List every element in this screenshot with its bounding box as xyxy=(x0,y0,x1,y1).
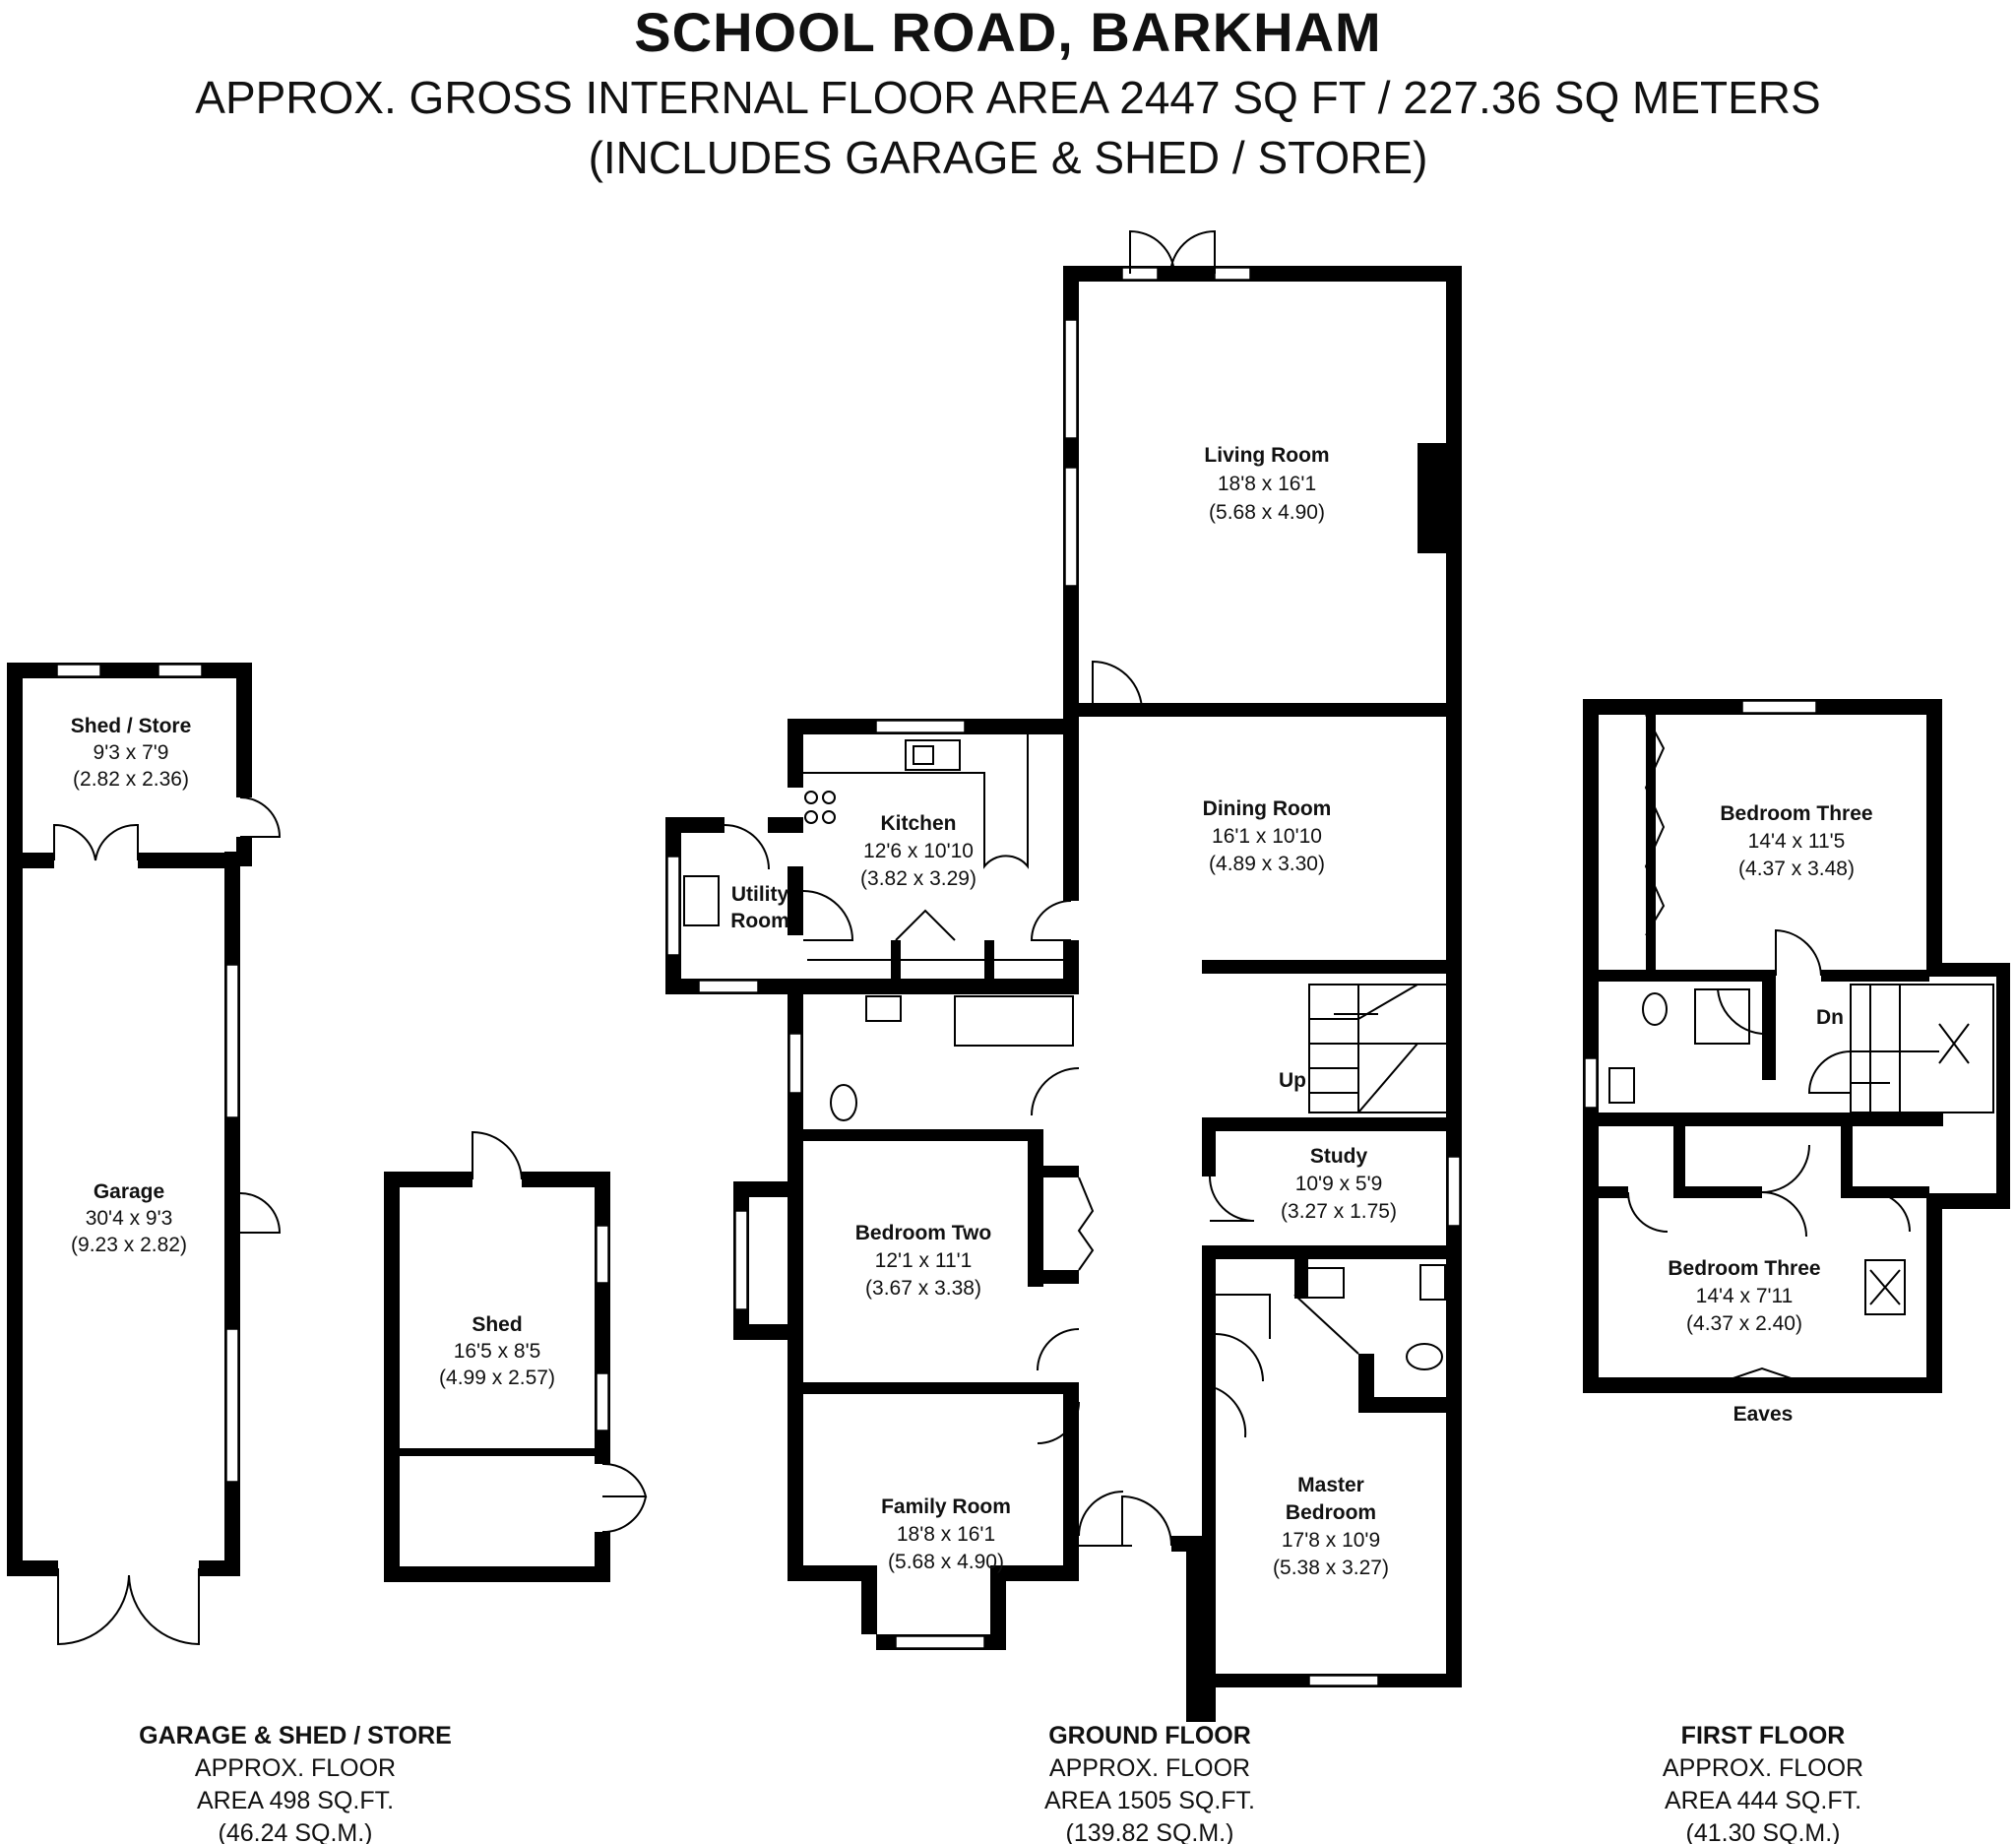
first-floor-area-line3: (41.30 SQ.M.) xyxy=(1686,1819,1841,1844)
family-room-label: Family Room xyxy=(881,1495,1011,1518)
includes-subtitle: (INCLUDES GARAGE & SHED / STORE) xyxy=(588,132,1428,183)
ground-floor-area-line2: AREA 1505 SQ.FT. xyxy=(1044,1787,1255,1814)
bedroom-two-imperial: 12'1 x 11'1 xyxy=(875,1249,973,1272)
bedroom-three-upper-label: Bedroom Three xyxy=(1720,802,1872,825)
shed-store-label: Shed / Store xyxy=(71,715,192,737)
garage-imperial: 30'4 x 9'3 xyxy=(86,1207,173,1230)
living-room-metric: (5.68 x 4.90) xyxy=(1209,501,1325,524)
first-floor-area-line2: AREA 444 SQ.FT. xyxy=(1665,1787,1861,1814)
garage-floor-area-line2: AREA 498 SQ.FT. xyxy=(197,1787,394,1814)
stairs-up-label: Up xyxy=(1279,1069,1306,1092)
bedroom-three-lower-imperial: 14'4 x 7'11 xyxy=(1696,1285,1794,1307)
ground-floor-plan xyxy=(665,229,1462,1722)
first-floor-heading: FIRST FLOOR xyxy=(1681,1722,1846,1749)
utility-room-label-line2: Room xyxy=(730,910,789,932)
living-room-label: Living Room xyxy=(1204,444,1329,467)
shed-building xyxy=(384,1130,648,1582)
master-bedroom-metric: (5.38 x 3.27) xyxy=(1273,1557,1389,1579)
master-bedroom-label-line1: Master xyxy=(1297,1474,1364,1496)
family-room-imperial: 18'8 x 16'1 xyxy=(897,1523,995,1546)
dining-room-imperial: 16'1 x 10'10 xyxy=(1212,825,1322,848)
living-room-imperial: 18'8 x 16'1 xyxy=(1218,473,1316,495)
shed-metric: (4.99 x 2.57) xyxy=(439,1367,555,1389)
ground-floor-area-line1: APPROX. FLOOR xyxy=(1049,1754,1250,1782)
garage-label: Garage xyxy=(94,1180,164,1203)
kitchen-imperial: 12'6 x 10'10 xyxy=(863,840,974,862)
bedroom-two-metric: (3.67 x 3.38) xyxy=(865,1277,981,1300)
garage-building xyxy=(7,663,282,1646)
master-bedroom-imperial: 17'8 x 10'9 xyxy=(1282,1529,1380,1552)
study-metric: (3.27 x 1.75) xyxy=(1281,1200,1397,1223)
shed-label: Shed xyxy=(472,1313,522,1336)
ground-floor-heading: GROUND FLOOR xyxy=(1048,1722,1251,1749)
shed-store-imperial: 9'3 x 7'9 xyxy=(94,741,169,764)
ground-floor-area-line3: (139.82 SQ.M.) xyxy=(1066,1819,1234,1844)
bedroom-three-lower-label: Bedroom Three xyxy=(1668,1257,1820,1280)
eaves-label: Eaves xyxy=(1733,1403,1794,1426)
dining-room-label: Dining Room xyxy=(1203,797,1332,820)
master-bedroom-label-line2: Bedroom xyxy=(1286,1501,1376,1524)
family-room-metric: (5.68 x 4.90) xyxy=(888,1551,1004,1573)
first-floor-area-line1: APPROX. FLOOR xyxy=(1663,1754,1863,1782)
garage-floor-heading: GARAGE & SHED / STORE xyxy=(139,1722,452,1749)
shed-store-metric: (2.82 x 2.36) xyxy=(73,768,189,791)
bedroom-three-upper-metric: (4.37 x 3.48) xyxy=(1738,858,1855,880)
utility-room-label-line1: Utility xyxy=(731,883,789,906)
garage-metric: (9.23 x 2.82) xyxy=(71,1234,187,1256)
first-floor-plan xyxy=(1583,699,2010,1393)
study-imperial: 10'9 x 5'9 xyxy=(1295,1173,1383,1195)
dining-room-metric: (4.89 x 3.30) xyxy=(1209,853,1325,875)
bedroom-two-label: Bedroom Two xyxy=(855,1222,991,1244)
study-label: Study xyxy=(1310,1145,1368,1168)
garage-floor-area-line3: (46.24 SQ.M.) xyxy=(219,1819,373,1844)
bedroom-three-lower-metric: (4.37 x 2.40) xyxy=(1686,1312,1802,1335)
bedroom-three-upper-imperial: 14'4 x 11'5 xyxy=(1748,830,1846,853)
page-title: SCHOOL ROAD, BARKHAM xyxy=(634,1,1382,63)
gross-area-subtitle: APPROX. GROSS INTERNAL FLOOR AREA 2447 S… xyxy=(195,72,1821,123)
stairs-down-label: Dn xyxy=(1816,1006,1844,1029)
kitchen-metric: (3.82 x 3.29) xyxy=(860,867,976,890)
garage-floor-area-line1: APPROX. FLOOR xyxy=(195,1754,396,1782)
shed-imperial: 16'5 x 8'5 xyxy=(454,1340,541,1363)
kitchen-label: Kitchen xyxy=(880,812,956,835)
